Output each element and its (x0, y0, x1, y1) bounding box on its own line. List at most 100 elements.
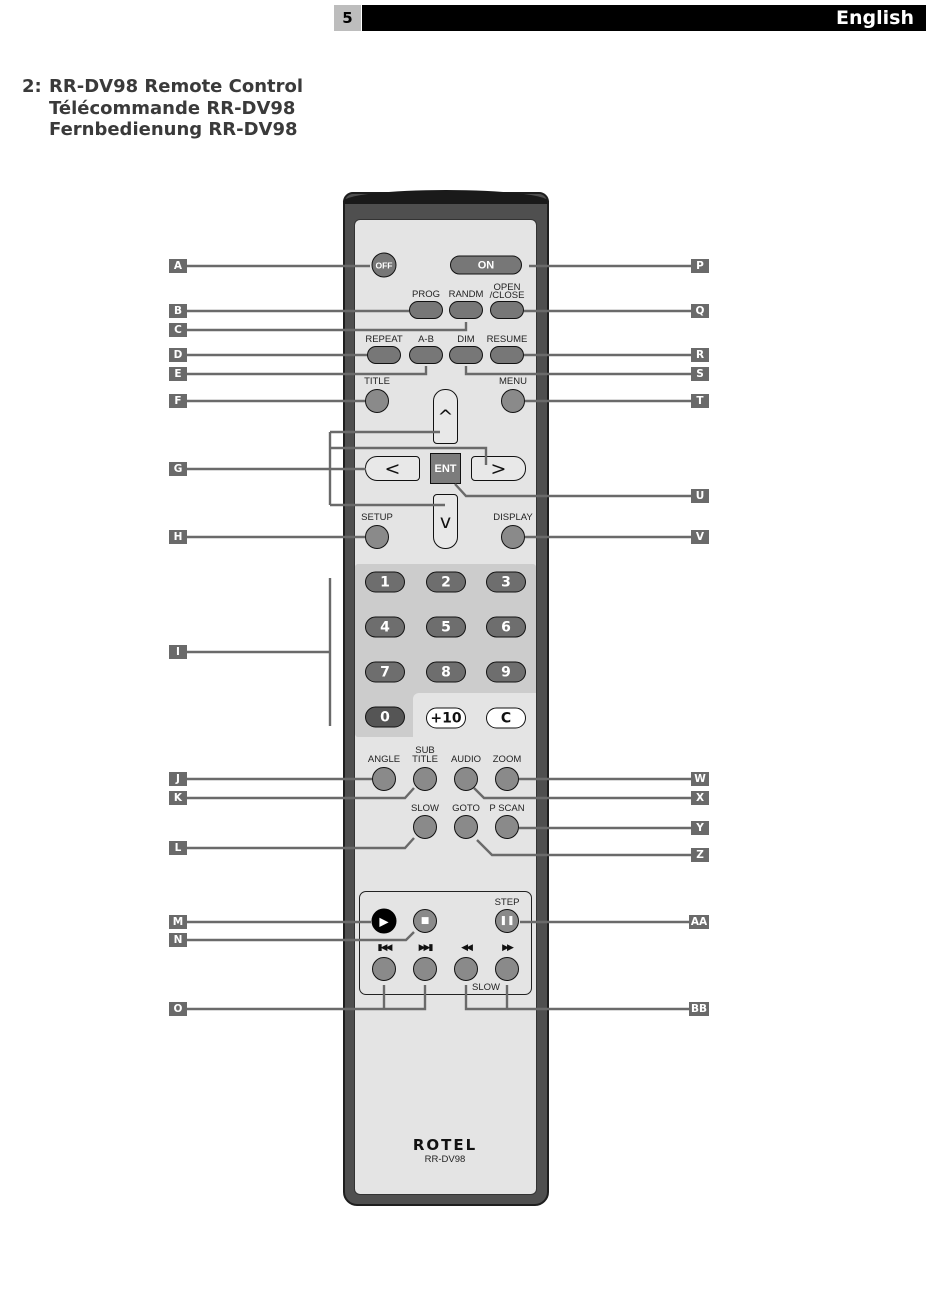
left-arrow-button[interactable]: < (365, 456, 420, 481)
on-button[interactable]: ON (450, 255, 522, 275)
page-number: 5 (334, 5, 361, 31)
callout-b: B (169, 304, 187, 318)
setup-label: SETUP (361, 512, 393, 523)
skip-back-icon: ▮◀◀ (377, 943, 393, 953)
callout-l: L (169, 841, 187, 855)
audio-button[interactable] (454, 767, 478, 791)
callout-p: P (691, 259, 709, 273)
prog-label: PROG (412, 289, 440, 300)
zoom-button[interactable] (495, 767, 519, 791)
transport-panel (359, 891, 532, 995)
callout-aa: AA (689, 915, 709, 929)
ab-label: A-B (418, 334, 434, 345)
subtitle-button[interactable] (413, 767, 437, 791)
remote-top-cap (343, 190, 549, 204)
randm-button[interactable] (449, 301, 483, 319)
pscan-button[interactable] (495, 815, 519, 839)
callout-w: W (691, 772, 709, 786)
pause-step-button[interactable]: ❚❚ (495, 909, 519, 933)
num-0-button[interactable]: 0 (365, 706, 405, 728)
display-button[interactable] (501, 525, 525, 549)
callout-d: D (169, 348, 187, 362)
callout-r: R (691, 348, 709, 362)
stop-button[interactable]: ■ (413, 909, 437, 933)
slow-button[interactable] (413, 815, 437, 839)
language-bar: English (362, 5, 926, 31)
prog-button[interactable] (409, 301, 443, 319)
num-4-button[interactable]: 4 (365, 616, 405, 638)
repeat-button[interactable] (367, 346, 401, 364)
callout-z: Z (691, 848, 709, 862)
open-close-button[interactable] (490, 301, 524, 319)
callout-e: E (169, 367, 187, 381)
rewind-button[interactable] (454, 957, 478, 981)
skip-back-button[interactable] (372, 957, 396, 981)
title-button[interactable] (365, 389, 389, 413)
clear-button[interactable]: C (486, 707, 526, 729)
rewind-icon: ◀◀ (461, 943, 473, 953)
close-label: /CLOSE (489, 290, 525, 301)
callout-m: M (169, 915, 187, 929)
ent-button[interactable]: ENT (430, 453, 461, 484)
callout-o: O (169, 1002, 187, 1016)
callout-t: T (691, 394, 709, 408)
num-2-button[interactable]: 2 (426, 571, 466, 593)
title-label: TITLE (364, 376, 390, 387)
callout-n: N (169, 933, 187, 947)
plus-10-button[interactable]: +10 (426, 707, 466, 729)
num-3-button[interactable]: 3 (486, 571, 526, 593)
goto-label: GOTO (452, 803, 480, 814)
callout-i: I (169, 645, 187, 659)
resume-button[interactable] (490, 346, 524, 364)
goto-button[interactable] (454, 815, 478, 839)
num-6-button[interactable]: 6 (486, 616, 526, 638)
skip-forward-button[interactable] (413, 957, 437, 981)
step-label: STEP (494, 897, 520, 908)
model-number: RR-DV98 (424, 1154, 466, 1165)
slow-bracket-label: SLOW (470, 982, 502, 993)
up-arrow-icon: ^ (437, 405, 454, 428)
callout-g: G (169, 462, 187, 476)
fast-forward-icon: ▶▶ (502, 943, 514, 953)
left-arrow-icon: < (384, 457, 401, 480)
callout-x: X (691, 791, 709, 805)
display-label: DISPLAY (493, 512, 533, 523)
num-9-button[interactable]: 9 (486, 661, 526, 683)
callout-bb: BB (689, 1002, 709, 1016)
menu-label: MENU (499, 376, 527, 387)
angle-label: ANGLE (367, 754, 401, 765)
off-button[interactable]: OFF (371, 252, 397, 278)
slow-label: SLOW (411, 803, 439, 814)
num-8-button[interactable]: 8 (426, 661, 466, 683)
heading-french: Télécommande RR-DV98 (49, 97, 296, 119)
randm-label: RANDM (448, 289, 484, 300)
up-arrow-button[interactable]: ^ (433, 389, 458, 444)
subtitle-label-line1: SUB (415, 745, 435, 756)
ab-button[interactable] (409, 346, 443, 364)
dim-button[interactable] (449, 346, 483, 364)
menu-button[interactable] (501, 389, 525, 413)
subtitle-label-line2: TITLE (412, 754, 438, 765)
num-1-button[interactable]: 1 (365, 571, 405, 593)
heading-german: Fernbedienung RR-DV98 (49, 119, 298, 140)
callout-k: K (169, 791, 187, 805)
callout-v: V (691, 530, 709, 544)
num-7-button[interactable]: 7 (365, 661, 405, 683)
num-5-button[interactable]: 5 (426, 616, 466, 638)
angle-button[interactable] (372, 767, 396, 791)
fast-forward-button[interactable] (495, 957, 519, 981)
callout-q: Q (691, 304, 709, 318)
audio-label: AUDIO (450, 754, 482, 765)
right-arrow-button[interactable]: > (471, 456, 526, 481)
down-arrow-button[interactable]: v (433, 494, 458, 549)
play-icon: ▶ (379, 914, 389, 928)
callout-f: F (169, 394, 187, 408)
brand-logo: ROTEL (412, 1136, 478, 1154)
heading-english: RR-DV98 Remote Control (49, 76, 304, 97)
pause-icon: ❚❚ (499, 916, 515, 926)
setup-button[interactable] (365, 525, 389, 549)
stop-icon: ■ (420, 916, 430, 926)
right-arrow-icon: > (490, 457, 507, 480)
play-button[interactable]: ▶ (371, 908, 397, 934)
